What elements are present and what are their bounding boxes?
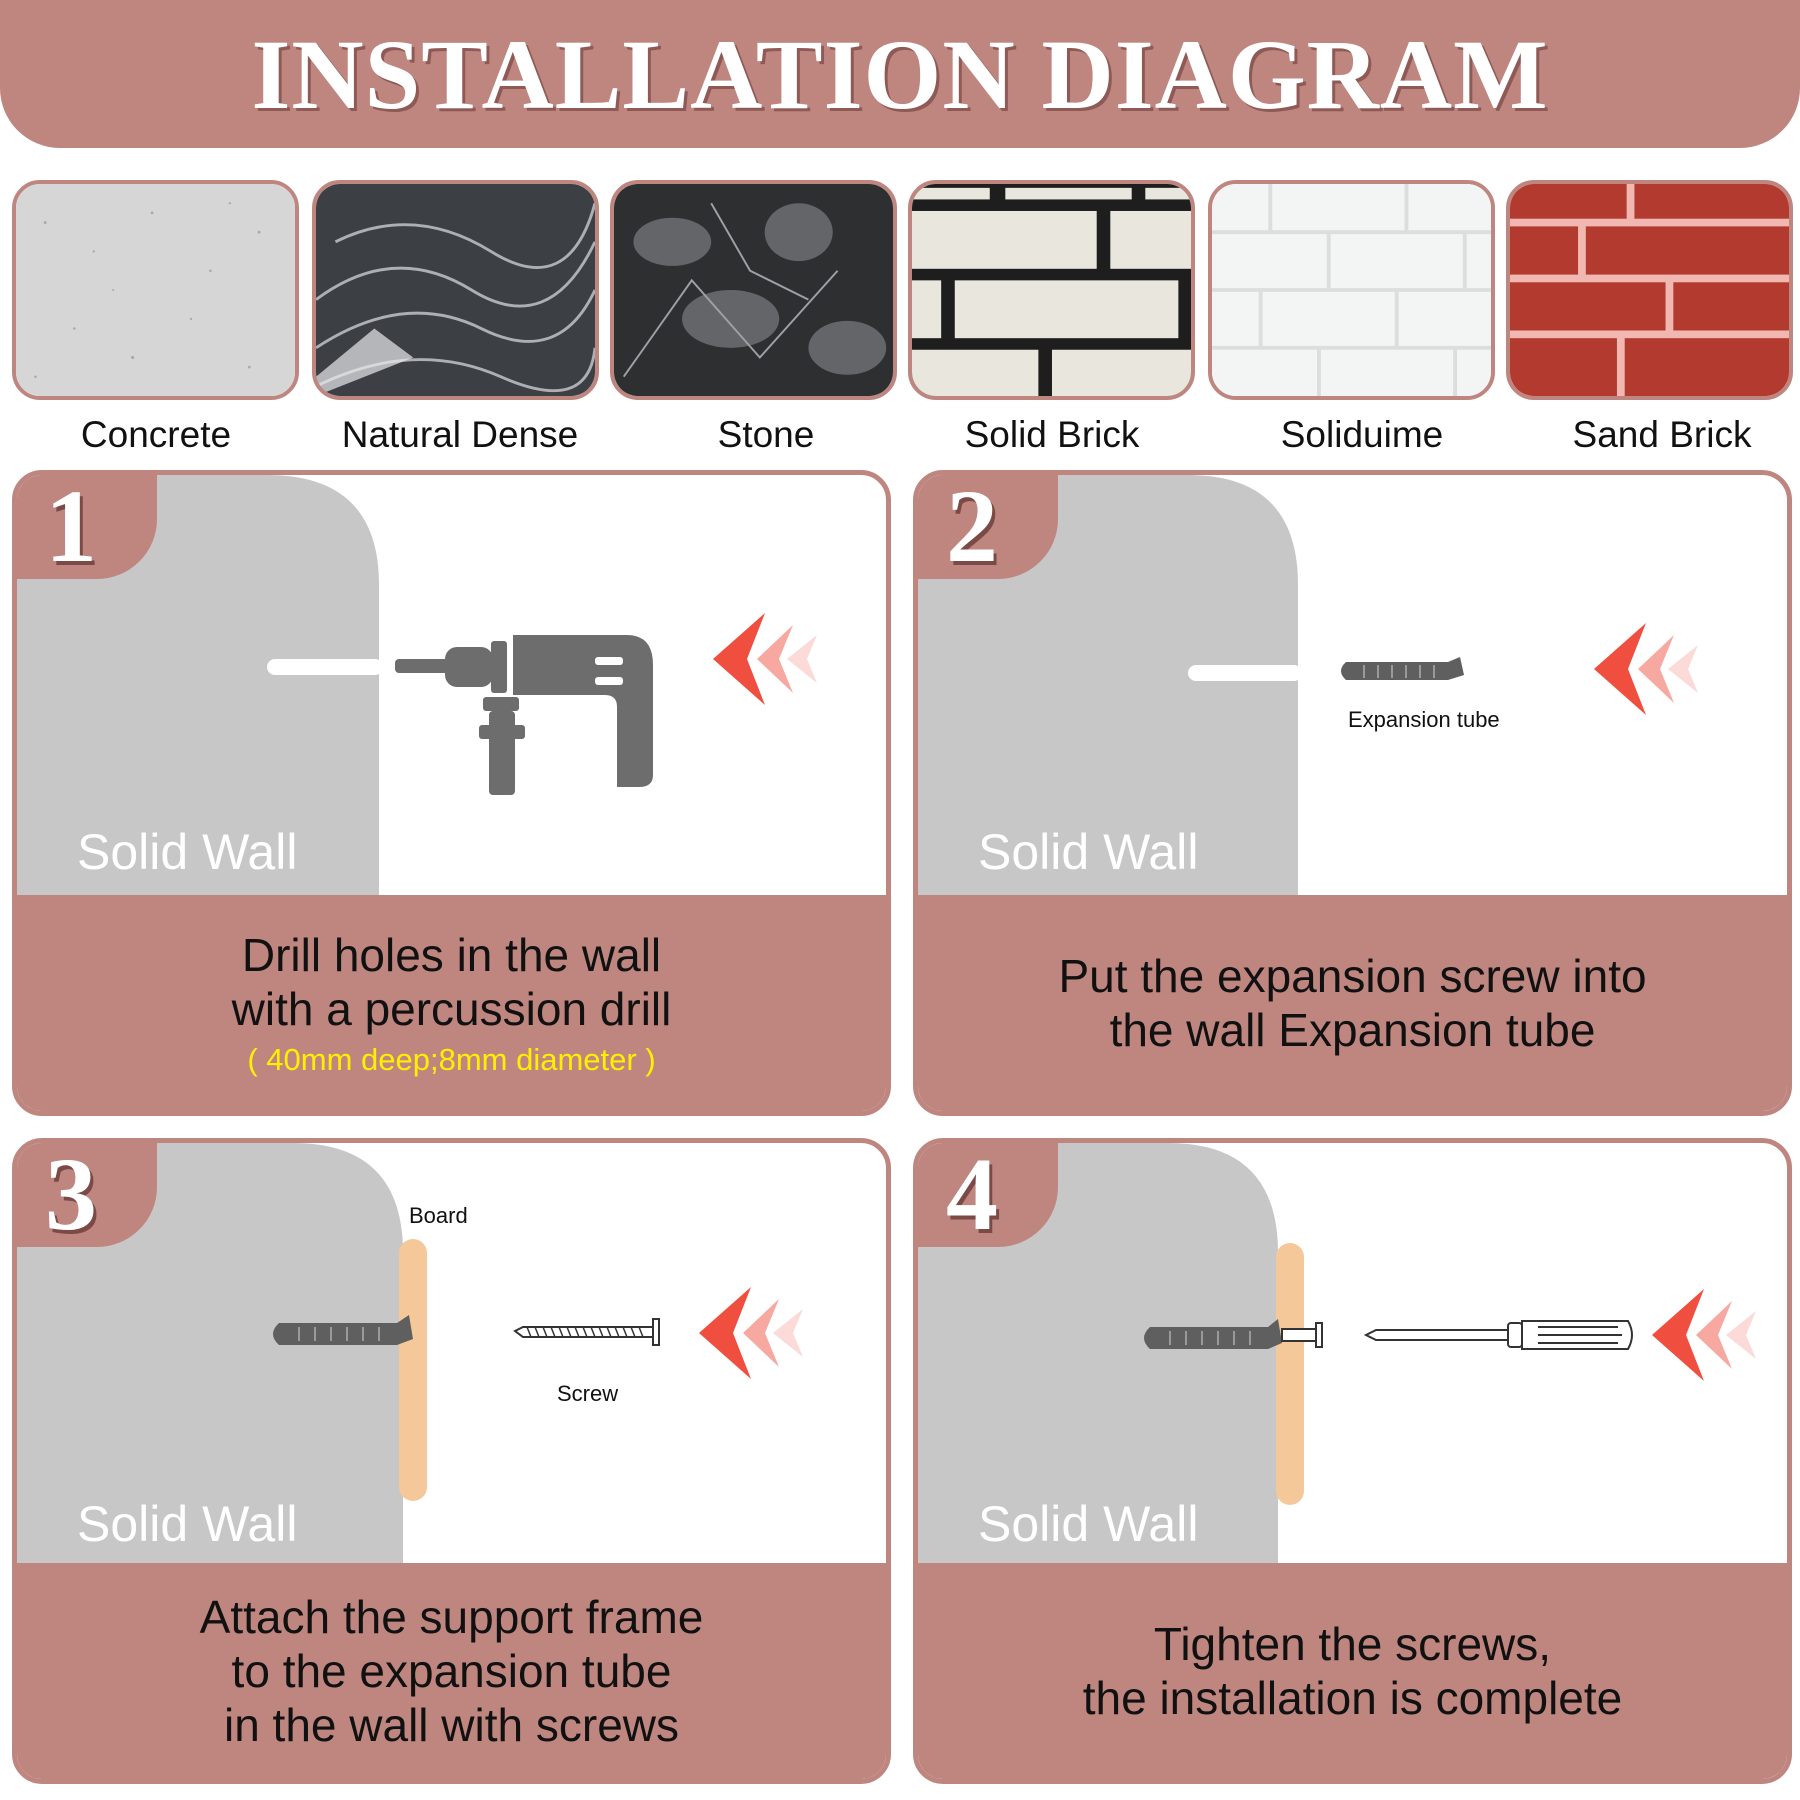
direction-arrow-icon: [713, 613, 817, 705]
step-2-panel: Expansion tube 2 Solid Wall Put the expa…: [913, 470, 1792, 1116]
screw-icon: [513, 1318, 660, 1346]
wall-label: Solid Wall: [77, 1496, 298, 1552]
swatch-label: Concrete: [80, 414, 232, 455]
board-label: Board: [409, 1203, 468, 1228]
swatch-concrete: [12, 180, 299, 400]
wall-label: Solid Wall: [978, 824, 1199, 880]
board: [399, 1239, 427, 1501]
wall-label: Solid Wall: [77, 824, 298, 880]
swatch-stone: [610, 180, 897, 400]
step-number-tab: 1: [17, 475, 157, 584]
swatch-label: Sand Brick: [1572, 414, 1752, 455]
caption-line: with a percussion drill: [231, 983, 672, 1035]
direction-arrow-icon: [1594, 623, 1698, 715]
step-1-illustration: [17, 475, 817, 895]
step-4-panel: 4 Solid Wall Tighten the screws, the ins…: [913, 1138, 1792, 1784]
screw-label: Screw: [557, 1381, 619, 1406]
solid-wall: [918, 475, 1298, 895]
caption-line: Drill holes in the wall: [241, 929, 662, 981]
step-4-illustration: [918, 1143, 1756, 1573]
expansion-tube-label: Expansion tube: [1348, 707, 1500, 732]
direction-arrow-icon: [1652, 1289, 1756, 1381]
drill-hole: [1188, 665, 1302, 681]
swatch-label: Soliduime: [1280, 414, 1444, 455]
drill-hole: [267, 659, 383, 675]
expansion-tube-icon: [1341, 657, 1464, 680]
caption-line: the wall Expansion tube: [1109, 1004, 1596, 1056]
step-3-panel: Board Screw 3 Solid Wall Attach the supp…: [12, 1138, 891, 1784]
wall-label: Solid Wall: [978, 1496, 1199, 1552]
expansion-tube-icon: [273, 1315, 413, 1345]
caption-line: Attach the support frame: [199, 1591, 704, 1643]
step-number: 1: [45, 470, 97, 584]
step-number-tab: 4: [918, 1143, 1058, 1252]
step-number-tab: 3: [17, 1143, 157, 1252]
drill-spec-note: ( 40mm deep;8mm diameter ): [247, 1042, 656, 1077]
board: [1276, 1243, 1304, 1505]
screwdriver-icon: [1363, 1320, 1633, 1350]
direction-arrow-icon: [699, 1287, 803, 1379]
solid-wall: [17, 1143, 403, 1573]
swatch-sand-brick: [1506, 180, 1793, 400]
swatch-natural-dense: [312, 180, 599, 400]
swatch-solid-brick: [908, 180, 1195, 400]
step-number-tab: 2: [918, 475, 1058, 584]
solid-wall: [17, 475, 379, 895]
step-caption: Attach the support frame to the expansio…: [17, 1563, 886, 1779]
step-number: 4: [946, 1138, 998, 1252]
caption-line: Put the expansion screw into: [1058, 950, 1647, 1002]
swatch-label: Solid Brick: [964, 414, 1140, 455]
step-1-panel: 1 Solid Wall Drill holes in the wall wit…: [12, 470, 891, 1116]
step-3-illustration: [17, 1143, 803, 1573]
step-2-illustration: [918, 475, 1698, 895]
step-caption: Tighten the screws, the installation is …: [918, 1563, 1787, 1779]
page-title: INSTALLATION DIAGRAM: [251, 18, 1549, 130]
step-number: 3: [45, 1138, 97, 1252]
solid-wall: [918, 1143, 1278, 1573]
caption-line: to the expansion tube: [231, 1645, 672, 1697]
swatch-soliduime: [1208, 180, 1495, 400]
step-caption: Drill holes in the wall with a percussio…: [17, 895, 886, 1111]
caption-line: the installation is complete: [1082, 1672, 1623, 1724]
swatch-label: Stone: [717, 414, 815, 455]
step-caption: Put the expansion screw into the wall Ex…: [918, 895, 1787, 1111]
caption-line: in the wall with screws: [223, 1699, 680, 1751]
caption-line: Tighten the screws,: [1153, 1618, 1552, 1670]
swatch-label: Natural Dense: [341, 414, 579, 455]
header-banner: INSTALLATION DIAGRAM: [0, 0, 1800, 148]
expansion-tube-icon: [1144, 1319, 1323, 1349]
step-number: 2: [946, 470, 998, 584]
drill-icon: [395, 635, 653, 795]
